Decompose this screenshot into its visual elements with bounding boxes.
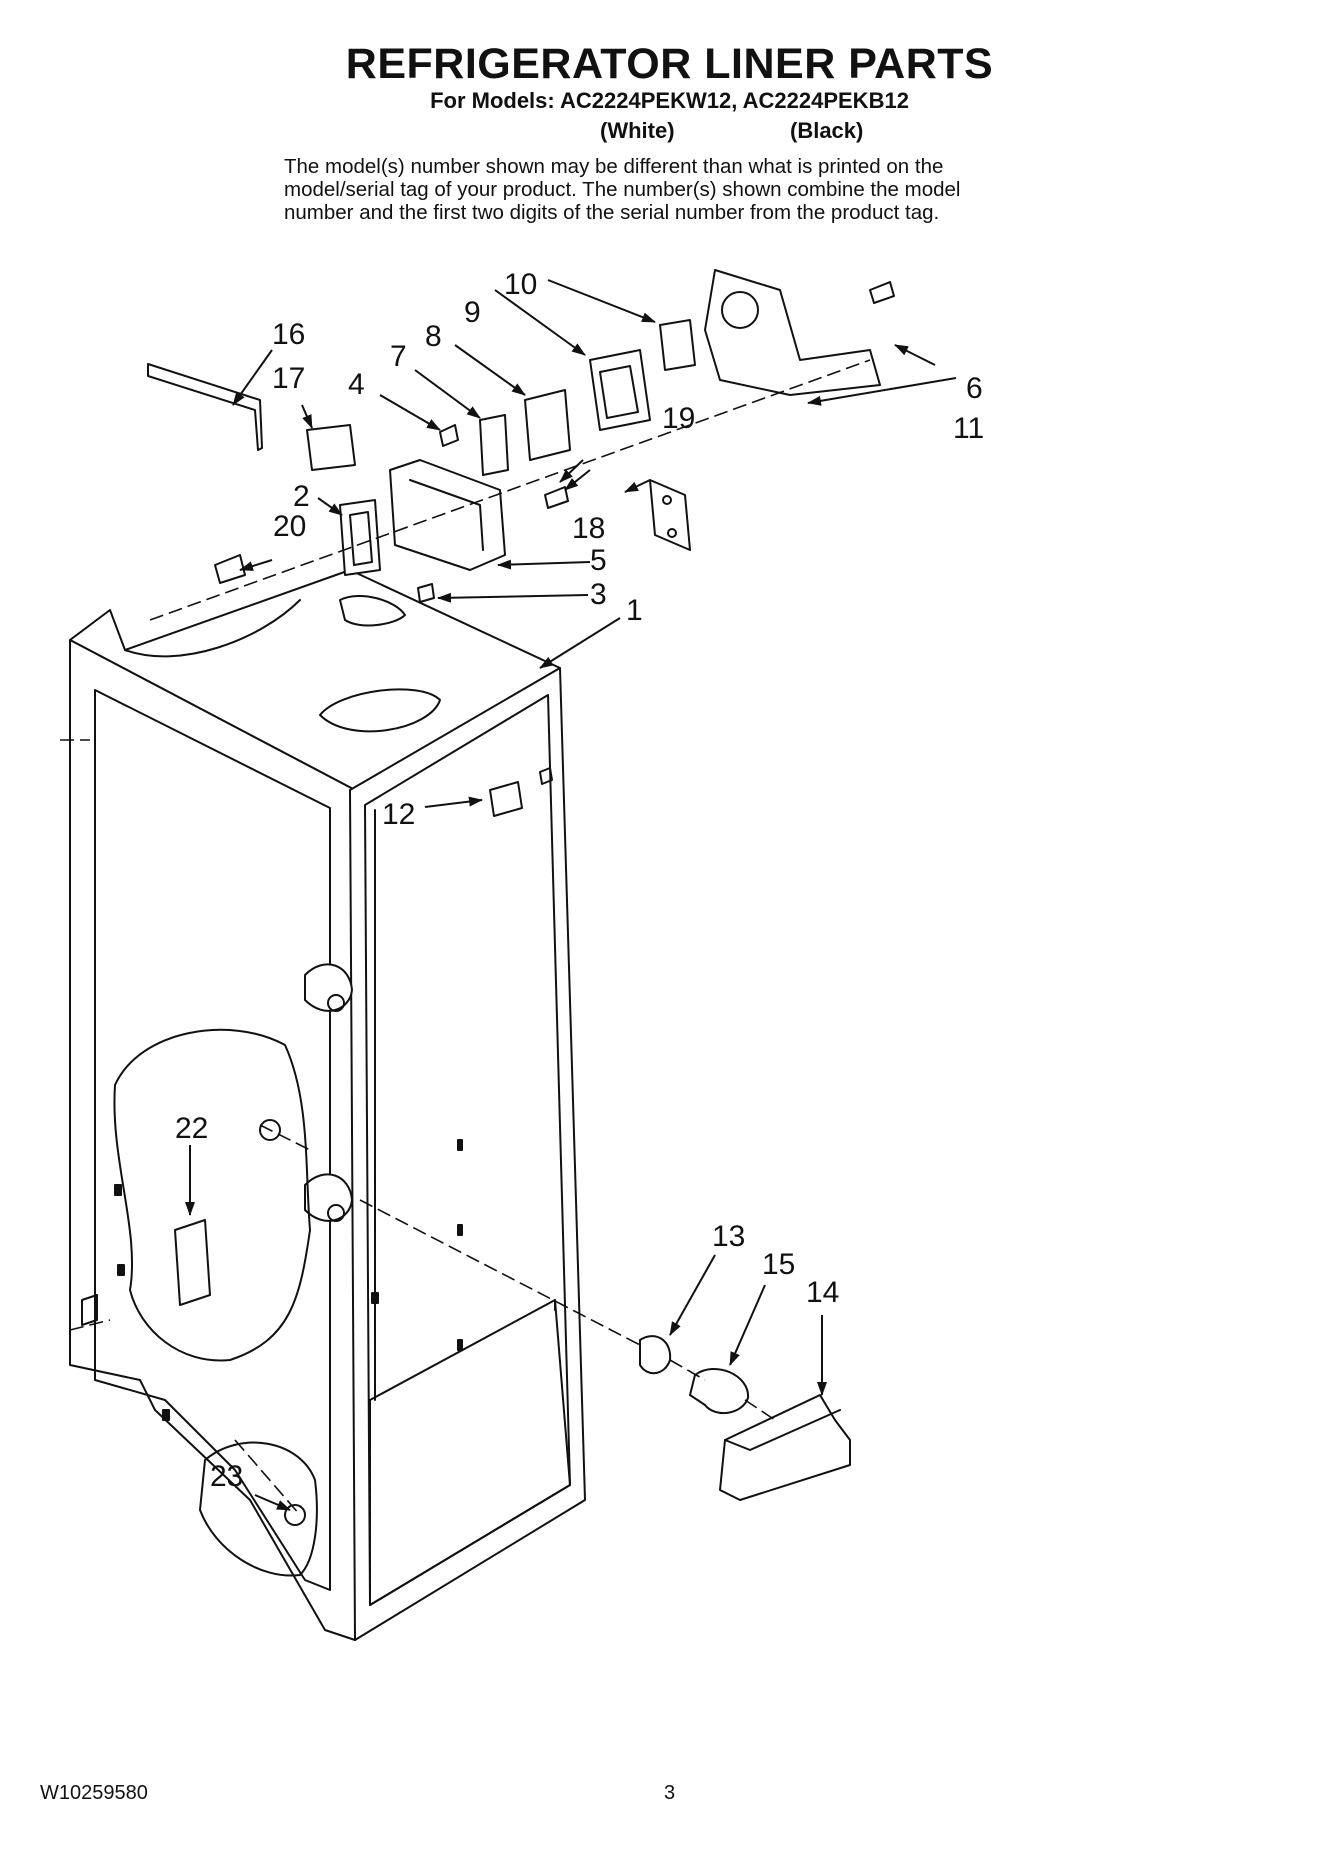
callout-6: 6 (966, 372, 983, 405)
part-19-screw (544, 486, 569, 509)
callout-11: 11 (953, 412, 985, 445)
callout-18: 18 (572, 512, 606, 545)
part-3-clip (417, 583, 435, 603)
part-23-plug (284, 1504, 306, 1526)
part-6-screw (869, 281, 895, 304)
callout-23: 23 (210, 1460, 244, 1493)
callout-13: 13 (712, 1220, 746, 1253)
part-7-gasket (479, 414, 509, 476)
callout-20: 20 (273, 510, 307, 543)
callout-10: 10 (504, 268, 538, 301)
part-4-screw (439, 424, 459, 447)
callout-2: 2 (293, 480, 310, 513)
part-22-vent (174, 1219, 211, 1306)
part-11-fan-housing (704, 269, 881, 396)
callout-5: 5 (590, 544, 607, 577)
notice-line-1: The model(s) number shown may be differe… (284, 155, 944, 178)
part-8-motor (524, 389, 571, 461)
part-5-housing (389, 459, 506, 571)
models-line: For Models: AC2224PEKW12, AC2224PEKB12 (430, 88, 909, 113)
refrigerator-liner (69, 569, 586, 1641)
page-number: 3 (664, 1782, 676, 1804)
callout-9: 9 (464, 296, 481, 329)
part-16-strip (147, 363, 263, 451)
callout-16: 16 (272, 318, 306, 351)
part-20-screw (214, 554, 246, 584)
notice-line-3: number and the first two digits of the s… (284, 201, 940, 224)
callout-15: 15 (762, 1248, 796, 1281)
callout-1: 1 (626, 594, 643, 627)
part-14-light-cover (719, 1394, 851, 1501)
callout-22: 22 (175, 1112, 209, 1145)
page-title: REFRIGERATOR LINER PARTS (345, 40, 994, 88)
part-17-label (306, 424, 356, 471)
color-white-label: (White) (600, 118, 675, 143)
callout-14: 14 (806, 1276, 840, 1309)
model-notice: The model(s) number shown may be differe… (284, 155, 1084, 224)
part-15-bulb (689, 1368, 750, 1414)
callout-4: 4 (348, 368, 365, 401)
notice-line-2: model/serial tag of your product. The nu… (284, 178, 961, 201)
document-number: W10259580 (40, 1782, 148, 1804)
part-13-socket (639, 1335, 672, 1375)
part-9-cover (589, 349, 651, 431)
callout-12: 12 (382, 798, 416, 831)
part-12-clip (489, 781, 523, 817)
callout-7: 7 (390, 340, 407, 373)
callout-17: 17 (272, 362, 306, 395)
callout-8: 8 (425, 320, 442, 353)
callout-3: 3 (590, 578, 607, 611)
callout-19: 19 (662, 402, 696, 435)
color-black-label: (Black) (790, 118, 864, 143)
part-18-bracket (649, 479, 691, 551)
part-10-gasket (659, 319, 696, 371)
